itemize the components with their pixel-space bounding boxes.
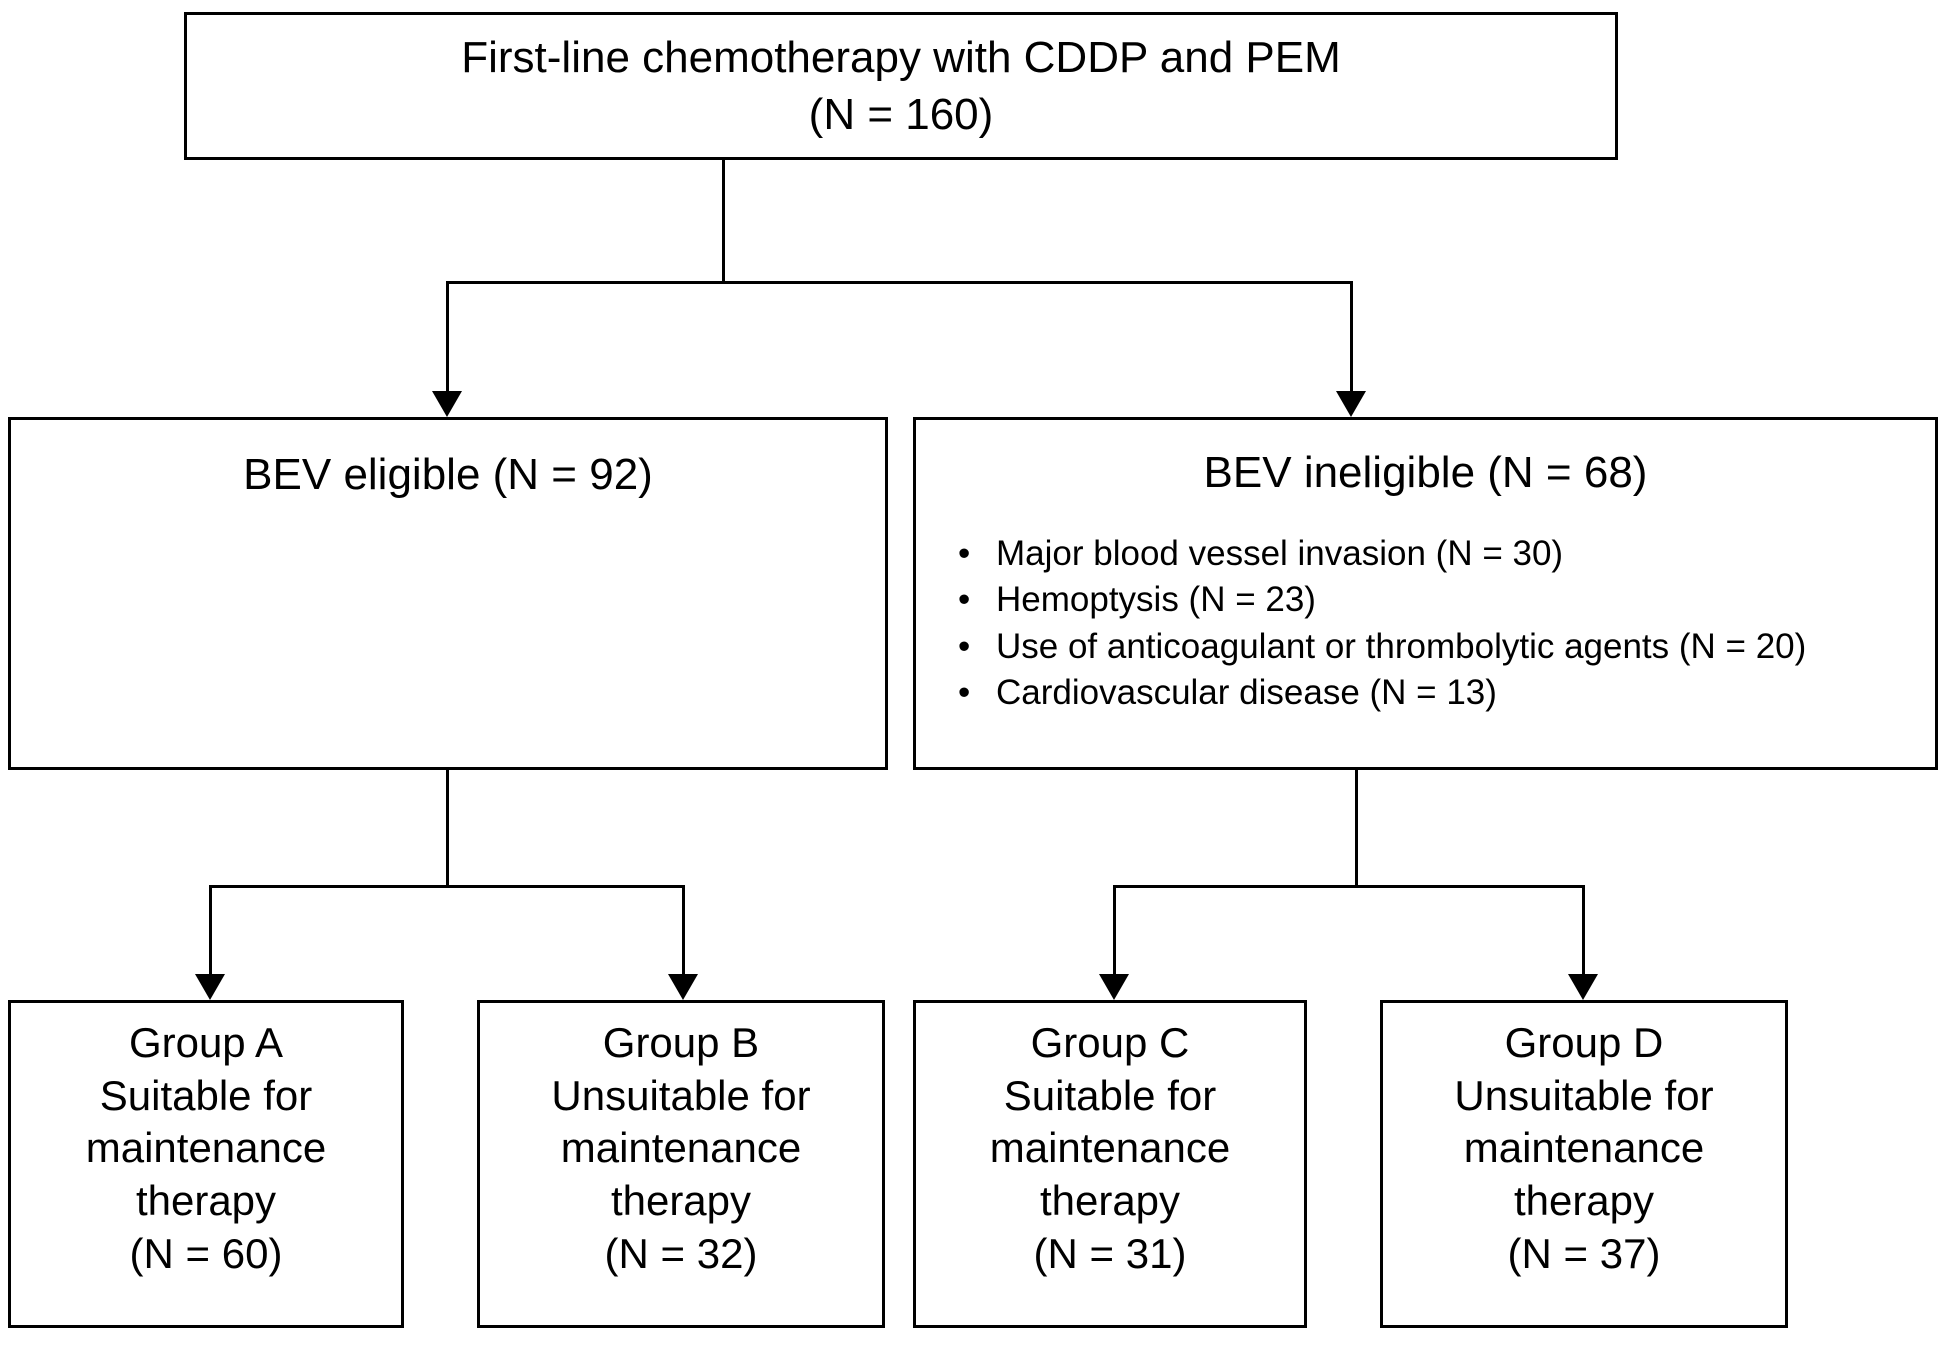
arrowhead-to-group-a xyxy=(195,974,225,1000)
node-bev-eligible-label: BEV eligible (N = 92) xyxy=(243,450,653,499)
bullet-icon: • xyxy=(958,626,971,666)
node-group-b-label: Group B Unsuitable for maintenance thera… xyxy=(551,1019,811,1277)
connector-to-group-a xyxy=(209,885,212,974)
bullet-icon: • xyxy=(958,580,971,620)
connector-to-ineligible xyxy=(1350,281,1353,391)
arrowhead-to-ineligible xyxy=(1336,391,1366,417)
list-item: • Major blood vessel invasion (N = 30) xyxy=(950,531,1917,577)
bullet-icon: • xyxy=(958,672,971,712)
node-group-b: Group B Unsuitable for maintenance thera… xyxy=(477,1000,885,1328)
node-group-c: Group C Suitable for maintenance therapy… xyxy=(913,1000,1307,1328)
connector-to-group-c xyxy=(1113,885,1116,974)
list-item-label: Hemoptysis (N = 23) xyxy=(996,580,1316,620)
arrowhead-to-group-d xyxy=(1568,974,1598,1000)
node-first-line-chemotherapy-label: First-line chemotherapy with CDDP and PE… xyxy=(461,32,1341,139)
connector-ineligible-stem xyxy=(1355,770,1358,888)
arrowhead-to-eligible xyxy=(432,391,462,417)
connector-to-group-b xyxy=(682,885,685,974)
bev-ineligible-reason-list: • Major blood vessel invasion (N = 30) •… xyxy=(916,531,1935,716)
node-group-a-label: Group A Suitable for maintenance therapy… xyxy=(85,1019,327,1277)
list-item: • Cardiovascular disease (N = 13) xyxy=(950,670,1917,716)
node-first-line-chemotherapy: First-line chemotherapy with CDDP and PE… xyxy=(184,12,1618,160)
list-item-label: Major blood vessel invasion (N = 30) xyxy=(996,534,1564,574)
connector-to-eligible xyxy=(446,281,449,391)
connector-ineligible-bus xyxy=(1113,885,1585,888)
list-item-label: Cardiovascular disease (N = 13) xyxy=(996,672,1497,712)
connector-eligible-stem xyxy=(446,770,449,888)
node-bev-ineligible-label: BEV ineligible (N = 68) xyxy=(1203,448,1648,497)
arrowhead-to-group-c xyxy=(1099,974,1129,1000)
connector-to-group-d xyxy=(1582,885,1585,974)
connector-root-bus xyxy=(446,281,1353,284)
bullet-icon: • xyxy=(958,534,971,574)
list-item-label: Use of anticoagulant or thrombolytic age… xyxy=(996,626,1807,666)
connector-root-stem xyxy=(722,160,725,284)
arrowhead-to-group-b xyxy=(668,974,698,1000)
node-group-a: Group A Suitable for maintenance therapy… xyxy=(8,1000,404,1328)
list-item: • Hemoptysis (N = 23) xyxy=(950,577,1917,623)
node-bev-eligible: BEV eligible (N = 92) xyxy=(8,417,888,770)
node-group-c-label: Group C Suitable for maintenance therapy… xyxy=(989,1019,1231,1277)
node-bev-ineligible: BEV ineligible (N = 68) • Major blood ve… xyxy=(913,417,1938,770)
node-group-d: Group D Unsuitable for maintenance thera… xyxy=(1380,1000,1788,1328)
node-group-d-label: Group D Unsuitable for maintenance thera… xyxy=(1454,1019,1714,1277)
list-item: • Use of anticoagulant or thrombolytic a… xyxy=(950,624,1917,670)
connector-eligible-bus xyxy=(209,885,685,888)
